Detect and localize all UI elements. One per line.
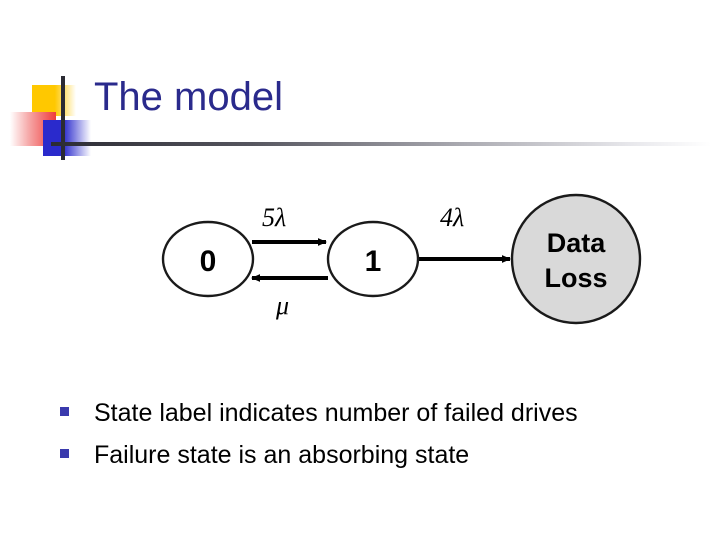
list-item: Failure state is an absorbing state [60,440,680,482]
node-state-1-shape [326,220,420,298]
title-underline-rule [51,142,711,146]
state-transition-diagram: 5λ μ 4λ 0 1 [140,178,660,338]
diagram-svg: 5λ μ 4λ 0 1 [161,193,642,325]
node-state-0-label: 0 [200,245,217,278]
list-item: State label indicates number of failed d… [60,398,680,440]
edge-state1-to-dataloss: 4λ [418,203,511,263]
ornament-vertical-rule [61,76,65,160]
page-title: The model [94,75,283,119]
bullet-square-icon [60,449,69,458]
bullet-item-text: Failure state is an absorbing state [94,441,470,469]
bullet-list: State label indicates number of failed d… [60,398,680,482]
node-data-loss: Data Loss [510,193,642,325]
edge-state1-to-state0: μ [251,274,328,320]
edge-label-mu: μ [275,291,289,320]
node-data-loss-label-line1: Data [547,228,607,258]
edge-state0-to-state1: 5λ [252,203,327,246]
node-state-1: 1 [326,220,420,298]
edge-label-4lambda: 4λ [440,203,464,232]
bullet-square-icon [60,407,69,416]
node-data-loss-label-line2: Loss [544,263,607,293]
node-state-0: 0 [161,220,255,298]
bullet-item-text: State label indicates number of failed d… [94,399,578,427]
ornament-blue-square [43,120,91,156]
ornament-yellow-square [32,85,76,116]
node-data-loss-shape [510,193,642,325]
edge-label-5lambda: 5λ [262,203,286,232]
node-state-1-label: 1 [365,245,382,278]
node-state-0-shape [161,220,255,298]
